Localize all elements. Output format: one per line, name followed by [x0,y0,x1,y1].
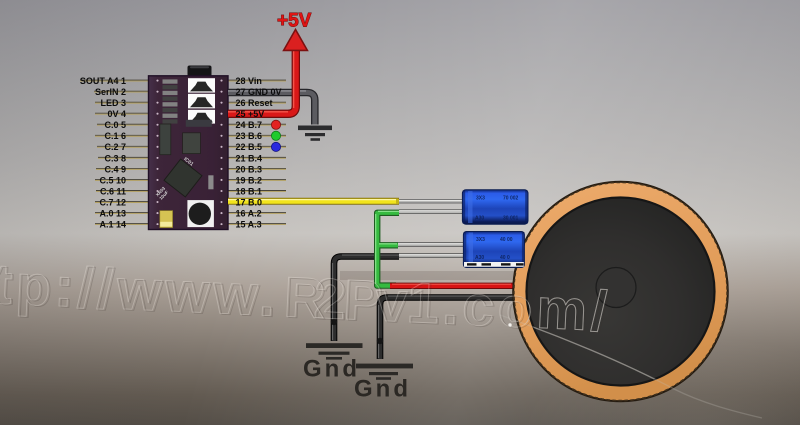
svg-text:30 001: 30 001 [503,216,519,222]
svg-text:C.1 6: C.1 6 [104,131,126,141]
svg-text:17 B.0: 17 B.0 [236,197,263,207]
svg-text:70 002: 70 002 [503,196,519,202]
svg-text:25 +5V: 25 +5V [236,109,265,119]
svg-text:3X3: 3X3 [476,196,485,202]
svg-text:26 Reset: 26 Reset [236,98,273,108]
svg-text:28 Vin: 28 Vin [236,76,262,86]
svg-text:SerIN 2: SerIN 2 [95,87,126,97]
svg-text:XR03: XR03 [155,185,167,197]
svg-text:19 B.2: 19 B.2 [236,175,263,185]
svg-text:C.3 8: C.3 8 [104,153,126,163]
svg-text:20 B.3: 20 B.3 [236,164,263,174]
svg-text:10uF: 10uF [158,190,169,201]
svg-text:0V 4: 0V 4 [107,109,126,119]
svg-text:A.1 14: A.1 14 [99,220,126,230]
svg-text:tp://www.R2Pv1.com/: tp://www.R2Pv1.com/ [0,252,612,344]
svg-text:A30: A30 [475,216,484,222]
svg-text:C.5 10: C.5 10 [99,175,126,185]
svg-text:23 B.6: 23 B.6 [236,131,263,141]
svg-text:SOUT A4 1: SOUT A4 1 [80,76,126,86]
svg-text:C.4 9: C.4 9 [104,164,126,174]
svg-text:tp://www.R2Pv1.com/: tp://www.R2Pv1.com/ [0,253,614,345]
svg-text:18 B.1: 18 B.1 [236,186,263,196]
svg-text:15 A.3: 15 A.3 [236,220,262,230]
svg-text:A30: A30 [475,255,484,261]
svg-text:40 0: 40 0 [500,255,510,261]
svg-text:27 GND 0V: 27 GND 0V [236,87,282,97]
svg-text:Gnd: Gnd [354,376,411,403]
svg-text:16 A.2: 16 A.2 [236,208,262,218]
svg-text:21 B.4: 21 B.4 [236,153,263,163]
svg-text:C.2 7: C.2 7 [104,142,126,152]
svg-text:C.0 5: C.0 5 [104,120,126,130]
svg-text:IC01: IC01 [182,156,194,167]
svg-text:C.6 11: C.6 11 [100,186,126,196]
svg-text:+5V: +5V [277,11,312,32]
svg-text:LED 3: LED 3 [100,98,126,108]
svg-text:24 B.7: 24 B.7 [236,120,263,130]
svg-text:Gnd: Gnd [303,356,360,383]
svg-text:40 00: 40 00 [500,237,513,243]
svg-text:22 B.5: 22 B.5 [236,142,263,152]
svg-text:tp://www.R2Pv1.com/: tp://www.R2Pv1.com/ [0,252,612,344]
svg-text:A.0 13: A.0 13 [99,208,126,218]
svg-text:C.7 12: C.7 12 [99,197,126,207]
svg-text:3X3: 3X3 [476,237,485,243]
